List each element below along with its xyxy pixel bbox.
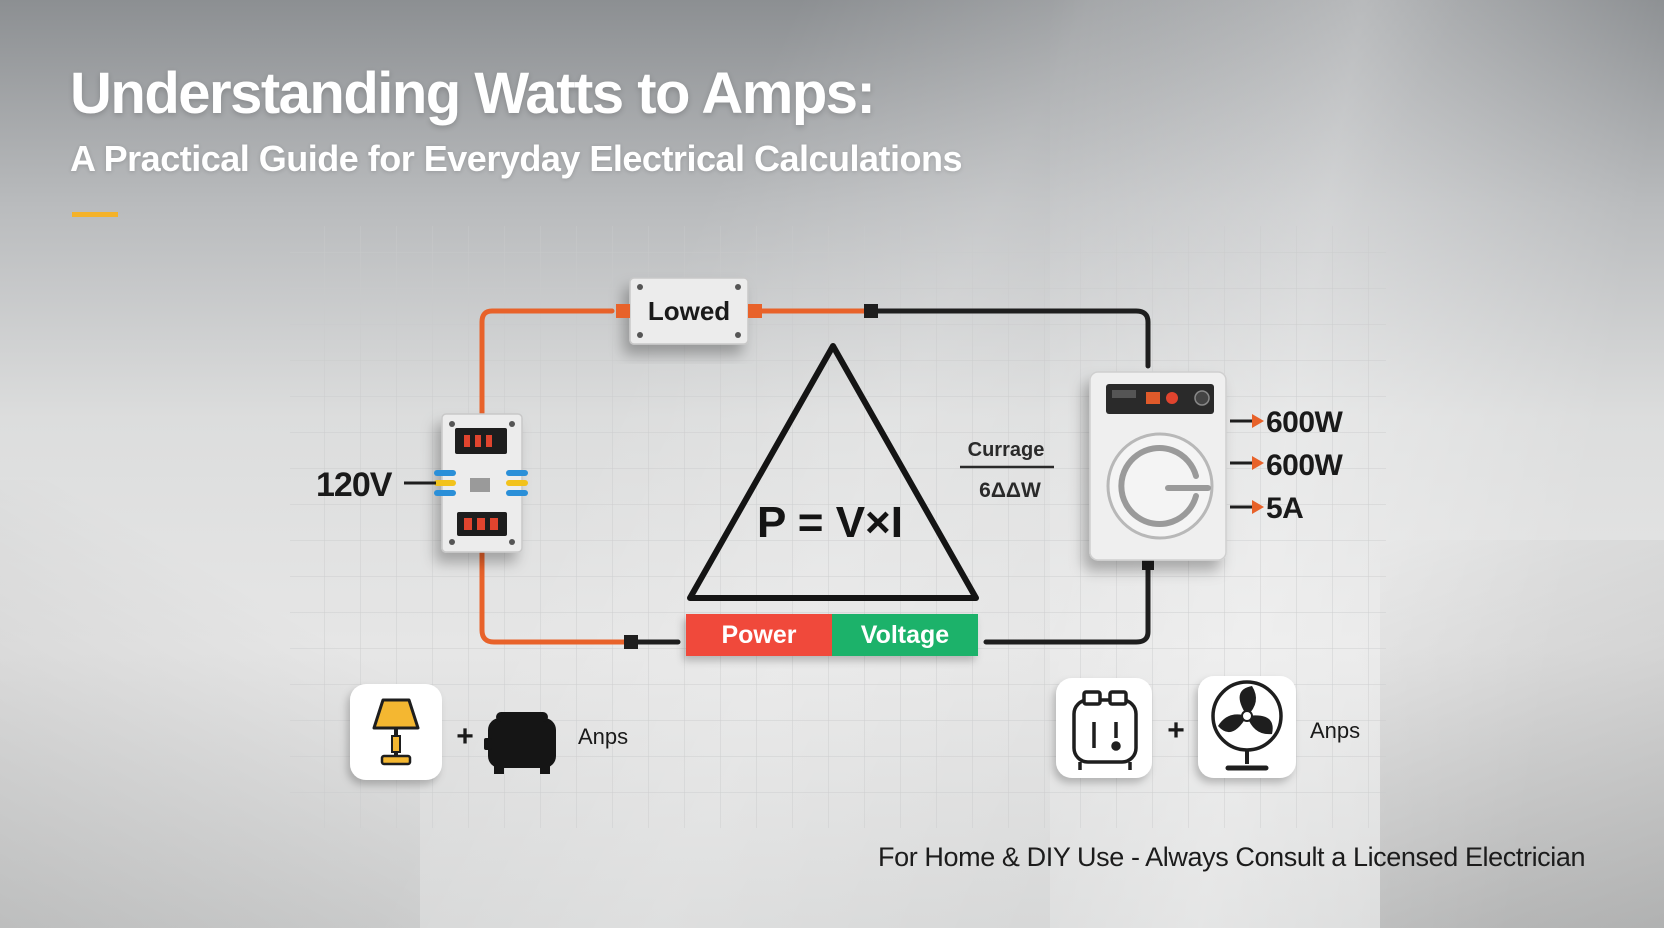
formula-text: P = V×I — [757, 498, 903, 547]
plus-sign: + — [456, 720, 474, 753]
output-value: 600W — [1266, 449, 1344, 482]
footer-note: For Home & DIY Use - Always Consult a Li… — [878, 842, 1586, 872]
lamp-icon — [372, 698, 420, 766]
wires — [479, 304, 1154, 649]
formula-bar — [686, 614, 978, 656]
washer-details — [1106, 384, 1214, 540]
wire-connector — [624, 635, 638, 649]
wire-black-top — [865, 308, 1151, 369]
formula-bar-power — [686, 614, 832, 656]
page-subtitle: A Practical Guide for Everyday Electrica… — [70, 138, 963, 179]
side-label-top: Currage — [968, 439, 1045, 461]
formula-bar-power-label: Power — [721, 621, 796, 649]
side-label-bottom: 6ΔΔW — [979, 479, 1041, 502]
wire-connector — [864, 304, 878, 318]
accent-bar — [72, 212, 118, 217]
output-arrows — [1230, 414, 1264, 514]
output-value: 5A — [1266, 492, 1303, 525]
appliance-label-right: Anps — [1310, 718, 1360, 743]
switch-box-details — [404, 421, 528, 545]
top-label-box-screws — [616, 284, 762, 338]
toaster-icon — [484, 712, 556, 774]
fan-icon — [1211, 680, 1283, 771]
fan-tile — [1198, 676, 1296, 778]
plus-sign: + — [1167, 714, 1185, 747]
top-box-label: Lowed — [648, 296, 730, 326]
formula-bar-voltage-label: Voltage — [861, 621, 950, 649]
output-value: 600W — [1266, 406, 1344, 439]
page-title: Understanding Watts to Amps: — [70, 61, 876, 126]
toaster-icon — [1072, 690, 1138, 770]
wire-black-right — [983, 557, 1151, 645]
wire-orange-top — [479, 308, 615, 421]
voltage-label: 120V — [316, 466, 393, 504]
appliance-label-left: Anps — [578, 724, 628, 749]
wire-orange-bottom — [479, 545, 633, 645]
formula-triangle — [687, 343, 979, 601]
formula-bar-voltage — [832, 614, 978, 656]
